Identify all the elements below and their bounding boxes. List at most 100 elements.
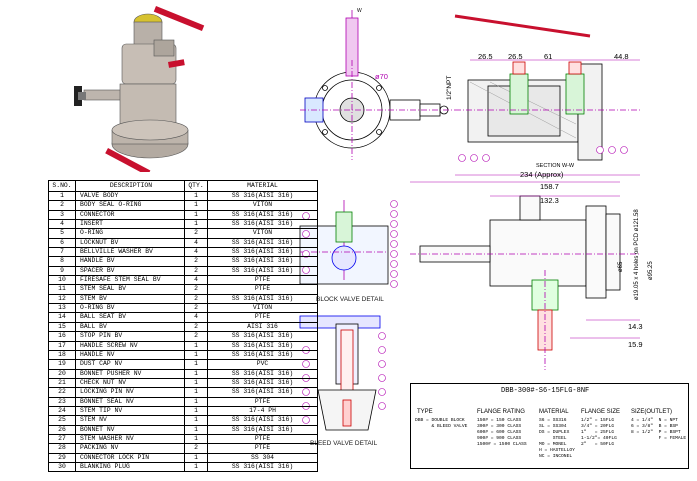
bom-cell-description: CONNECTOR LOCK PIN [75, 452, 185, 463]
bom-header-qty: QTY. [184, 180, 208, 192]
bom-cell-material: SS 304 [207, 452, 318, 463]
bom-cell-sno: 12 [48, 293, 76, 305]
dim-44-8: 44.8 [614, 52, 629, 61]
dim-26-5-b: 26.5 [508, 52, 523, 61]
bom-cell-qty: 2 [184, 228, 208, 239]
bom-cell-qty: 1 [184, 461, 208, 473]
bom-cell-description: HANDLE NV [75, 349, 185, 361]
bom-cell-description: CHECK NUT NV [75, 377, 185, 389]
dim-26-5-a: 26.5 [478, 52, 493, 61]
bom-cell-description: FIRESAFE STEM SEAL BV [75, 275, 185, 286]
order-header-outlet-size: SIZE(OUTLET) [631, 409, 673, 415]
w-mark: W [357, 8, 362, 14]
bom-cell-description: STEM TIP NV [75, 405, 185, 417]
bom-cell-material: SS 316(AISI 316) [207, 209, 318, 221]
order-code-legend: DBB-300#-S6-15FLG-8NF TYPE FLANGE RATING… [410, 383, 689, 469]
bom-cell-description: STEM SEAL BV [75, 284, 185, 295]
bom-cell-material: SS 316(AISI 316) [207, 265, 318, 277]
bom-cell-qty: 1 [184, 424, 208, 435]
bom-cell-description: HANDLE BV [75, 256, 185, 267]
bom-cell-description: VALVE BODY [75, 190, 185, 202]
bom-header-description: DESCRIPTION [75, 180, 185, 192]
bom-cell-qty: 1 [184, 209, 208, 221]
bom-cell-sno: 16 [48, 331, 76, 342]
bom-cell-qty: 1 [184, 396, 208, 407]
bom-cell-sno: 28 [48, 443, 76, 454]
bleed-valve-component [531, 270, 559, 370]
bom-cell-qty: 2 [184, 284, 208, 295]
bom-cell-material: SS 316(AISI 316) [207, 349, 318, 361]
dim-158-7: 158.7 [540, 182, 559, 191]
bom-cell-description: INSERT [75, 219, 185, 230]
bom-cell-material: 17-4 PH [207, 405, 318, 417]
order-flange-text: 1/2" = 15FLG 3/4" = 20FLG 1" = 25FLG 1-1… [581, 418, 617, 447]
bom-cell-material: SS 316(AISI 316) [207, 237, 318, 249]
bom-cell-material: SS 316(AISI 316) [207, 331, 318, 342]
bom-cell-material: VITON [207, 200, 318, 211]
order-header-material: MATERIAL [539, 409, 569, 415]
bom-cell-description: STEM BV [75, 293, 185, 305]
bom-header-sno: S.NO. [48, 180, 76, 192]
dia-label: ø95.25 [648, 261, 654, 280]
bom-cell-material: PTFE [207, 433, 318, 445]
bom-cell-material: PTFE [207, 275, 318, 286]
bom-cell-description: LOCKING PIN NV [75, 387, 185, 398]
bom-cell-description: BONNET PUSHER NV [75, 368, 185, 379]
bom-cell-qty: 1 [184, 368, 208, 379]
bom-cell-sno: 30 [48, 461, 76, 473]
bom-cell-description: LOCKNUT BV [75, 237, 185, 249]
bom-cell-material: PTFE [207, 284, 318, 295]
bom-cell-qty: 1 [184, 405, 208, 417]
bom-cell-description: O-RING [75, 228, 185, 239]
bom-cell-description: O-RING BV [75, 303, 185, 314]
bom-cell-description: BELLVILLE WASHER BV [75, 247, 185, 258]
bom-cell-material: SS 316(AISI 316) [207, 293, 318, 305]
bom-cell-description: HANDLE SCREW NV [75, 340, 185, 351]
bom-cell-qty: 2 [184, 303, 208, 314]
product-photo [74, 6, 205, 172]
bom-cell-description: BALL SEAT BV [75, 312, 185, 323]
bom-cell-material: SS 316(AISI 316) [207, 415, 318, 426]
bleed-valve-detail-title: BLEED VALVE DETAIL [310, 440, 378, 447]
bom-cell-material: PTFE [207, 396, 318, 407]
bom-cell-description: BALL BV [75, 321, 185, 333]
bom-cell-material: SS 316(AISI 316) [207, 190, 318, 202]
bom-cell-description: BODY SEAL O-RING [75, 200, 185, 211]
small-dia-label: ø65 [618, 261, 624, 272]
bom-cell-sno: 24 [48, 405, 76, 417]
dim-61: 61 [544, 52, 553, 61]
bom-cell-material: PVC [207, 359, 318, 370]
bom-cell-sno: 2 [48, 200, 76, 211]
bom-cell-sno: 23 [48, 396, 76, 407]
section-label: SECTION W-W [536, 163, 575, 169]
bom-cell-description: BLANKING PLUG [75, 461, 185, 473]
bom-cell-material: PTFE [207, 443, 318, 454]
order-header-type: TYPE [417, 409, 433, 415]
bom-cell-description: STEM NV [75, 415, 185, 426]
bom-cell-qty: 1 [184, 349, 208, 361]
bom-cell-material: SS 316(AISI 316) [207, 368, 318, 379]
order-rating-text: 150# = 150 CLASS 300# = 300 CLASS 600# =… [477, 418, 527, 447]
bom-cell-sno: 20 [48, 368, 76, 379]
bom-cell-material: VITON [207, 228, 318, 239]
dim-15-9: 15.9 [628, 340, 643, 349]
top-view [300, 10, 455, 160]
bom-cell-material: PTFE [207, 312, 318, 323]
bom-cell-sno: 3 [48, 209, 76, 221]
dim-14-3: 14.3 [628, 322, 643, 331]
